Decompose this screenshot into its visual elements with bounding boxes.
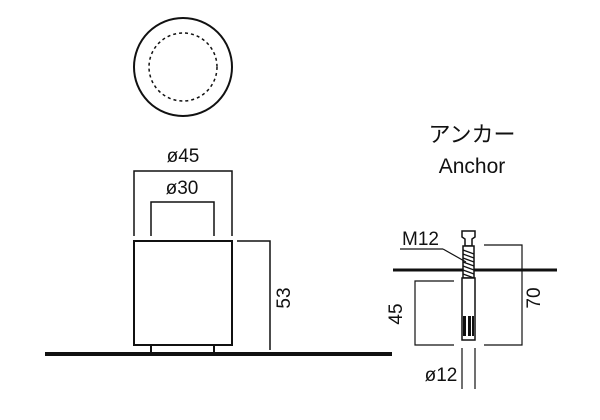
anchor-bolt-head — [461, 230, 476, 247]
anchor-title: アンカー Anchor — [428, 123, 515, 178]
anchor-thread-hatching — [462, 249, 475, 279]
dim-height-line — [237, 240, 271, 350]
dim-inner-bracket — [150, 201, 215, 236]
dim-depth-label: 45 — [386, 303, 407, 324]
anchor-thread-leader — [442, 248, 467, 263]
anchor-title-jp: アンカー — [428, 123, 515, 148]
post-body — [133, 240, 233, 346]
dim-diameter-label: ø12 — [425, 365, 458, 386]
dim-outer-bracket — [133, 170, 233, 236]
dim-outer-label: ø45 — [167, 146, 200, 167]
post-top-outer-circle — [133, 17, 233, 117]
anchor-sleeve — [463, 316, 474, 336]
post-top-inner-circle — [148, 32, 218, 102]
dim-length-line — [484, 244, 523, 346]
anchor-detail: M12 45 70 ø12 — [386, 229, 557, 389]
dim-inner-label: ø30 — [166, 178, 199, 199]
anchor-thread-label: M12 — [402, 229, 439, 250]
dim-depth-line — [414, 280, 454, 346]
post-top-view — [133, 17, 233, 117]
dim-height-label: 53 — [274, 287, 295, 308]
post-side-view: ø45 ø30 53 — [45, 146, 392, 356]
anchor-title-en: Anchor — [439, 155, 506, 178]
dim-length-label: 70 — [524, 287, 545, 308]
